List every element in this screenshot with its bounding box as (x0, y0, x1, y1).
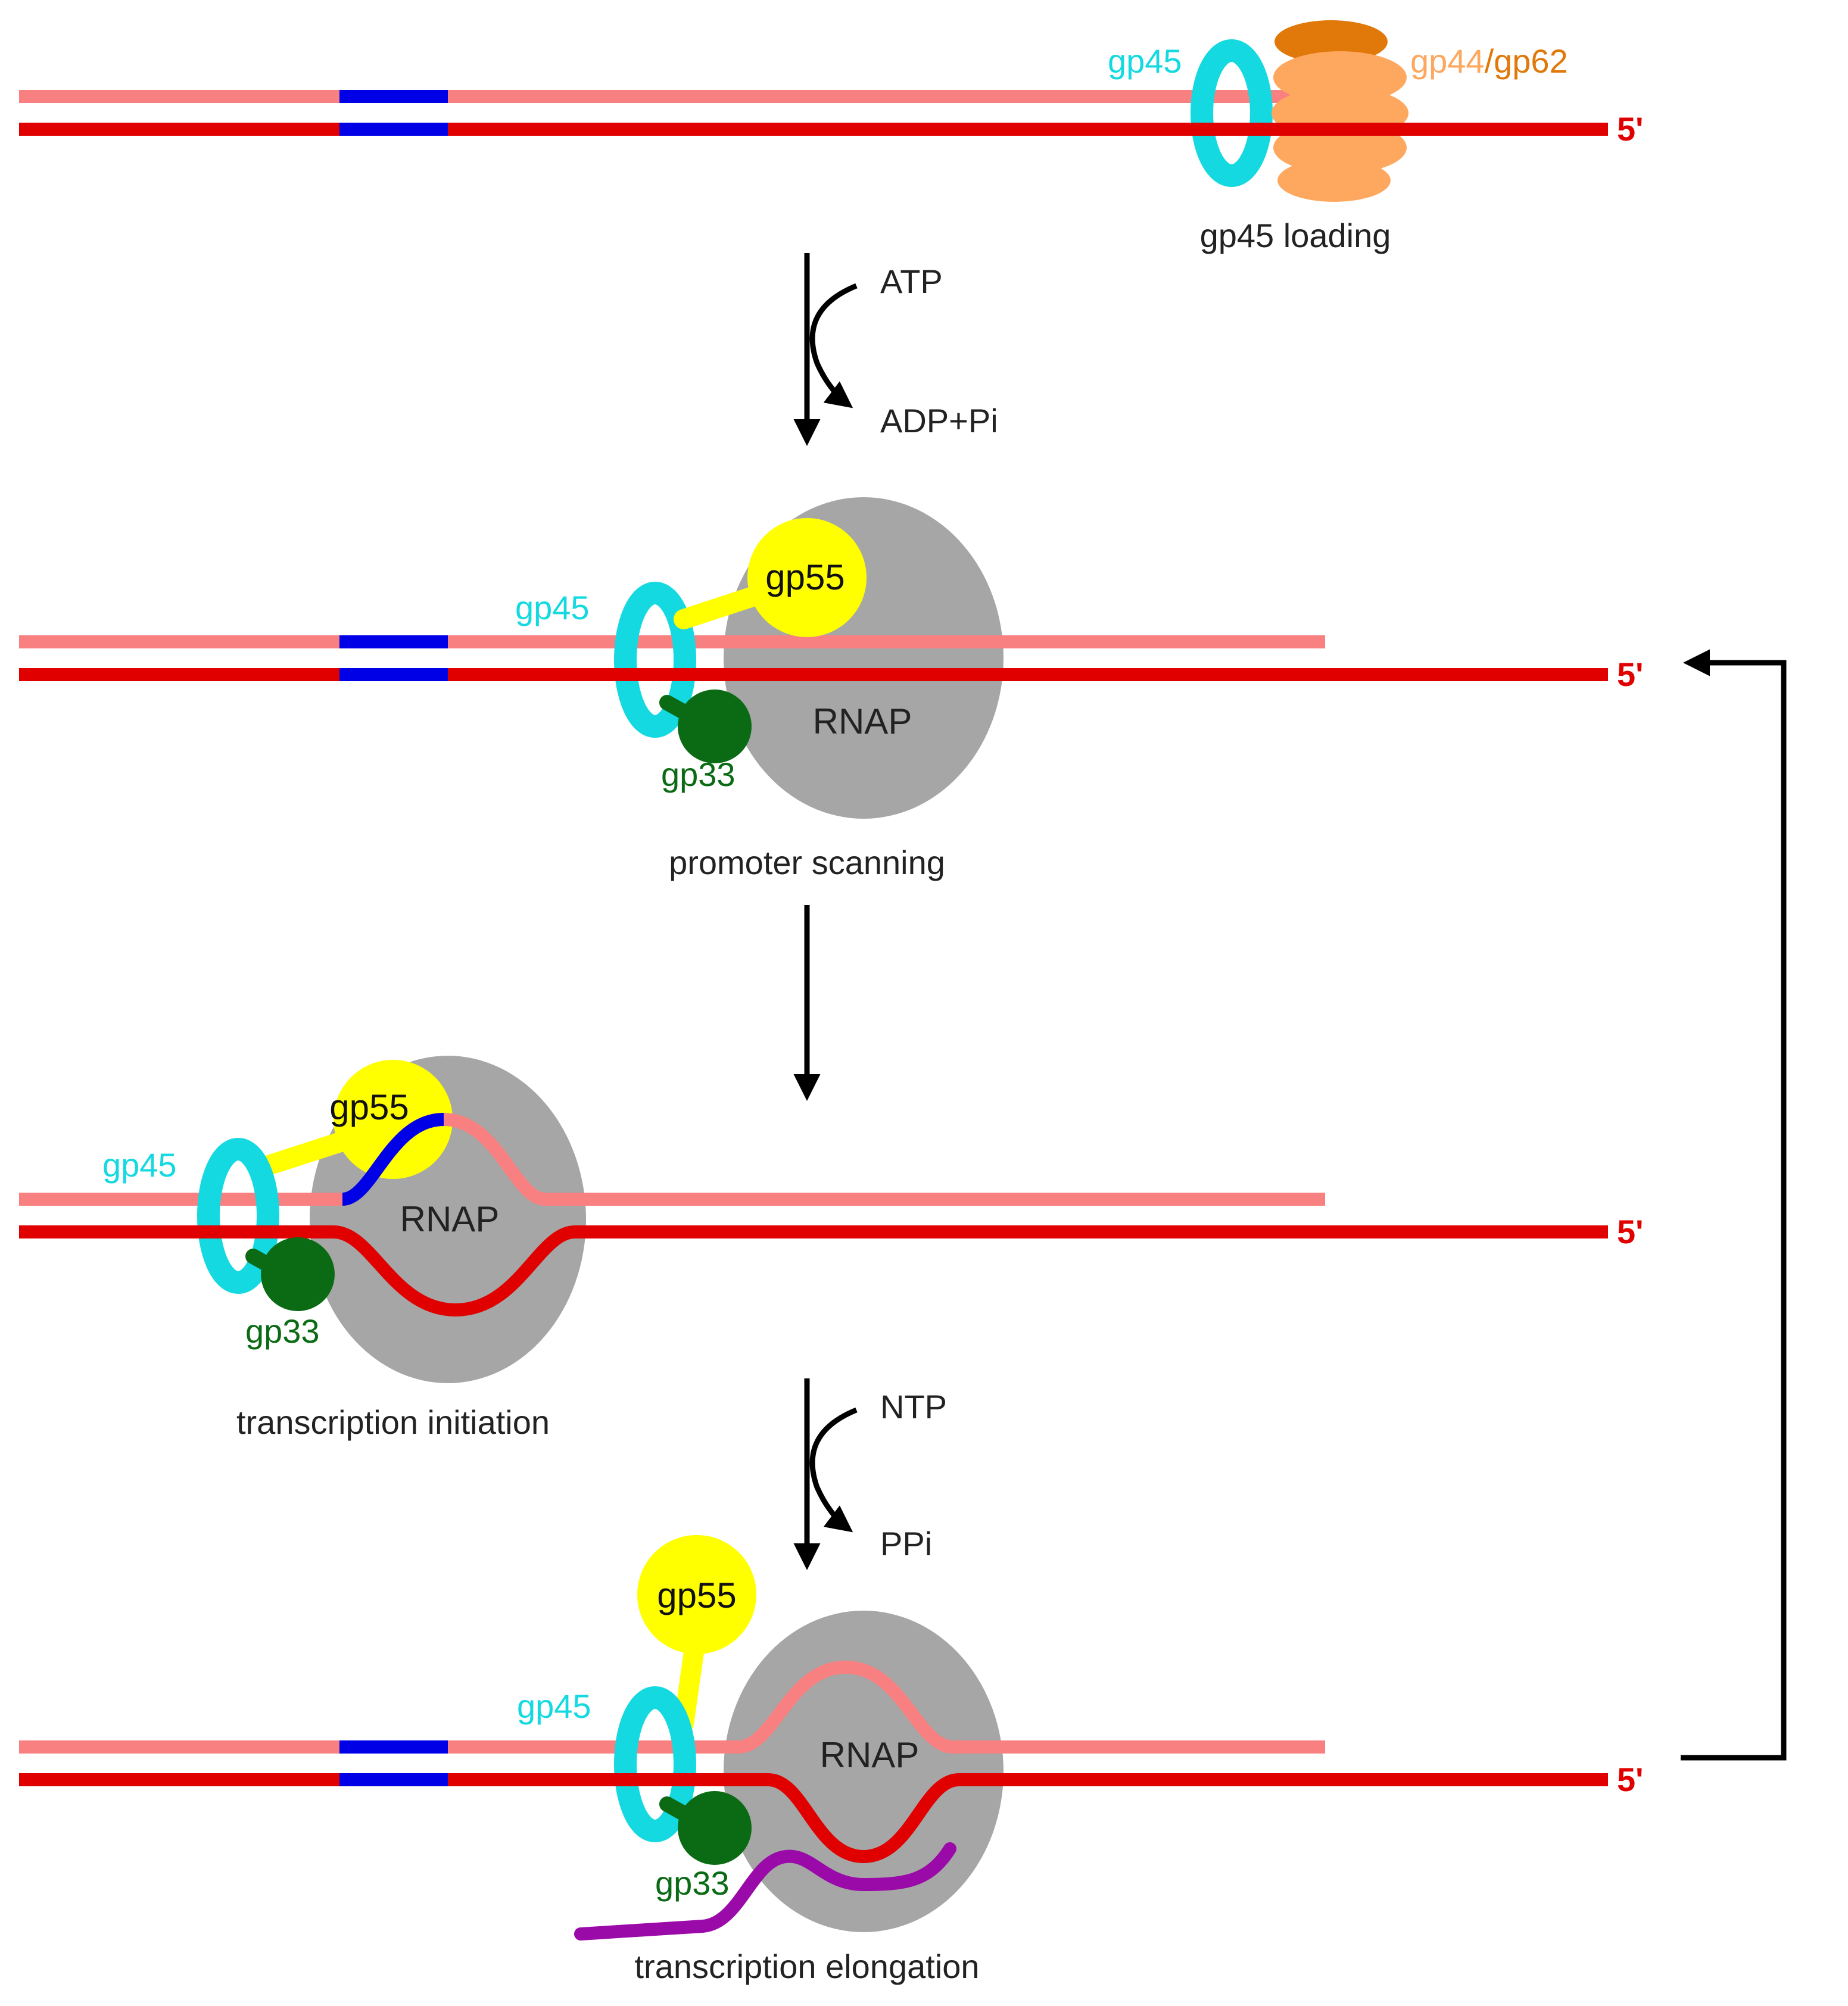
gp45-label: gp45 (517, 1687, 591, 1725)
slash: / (1485, 42, 1494, 80)
promoter-box (339, 635, 448, 648)
stage-elongation: gp55 5' gp45 RNAP gp33 transcription elo… (19, 1535, 1643, 1985)
adp-pi-label: ADP+Pi (880, 402, 998, 439)
rnap-label: RNAP (820, 1735, 920, 1775)
stage-initiation: gp55 RNAP 5' gp45 gp33 transcription ini… (19, 1056, 1643, 1441)
gp33 (261, 1237, 335, 1311)
promoter-box (339, 1740, 448, 1754)
rna-transcript (574, 1842, 956, 1941)
gp44-label: gp44 (1410, 42, 1485, 80)
five-prime-label: 5' (1617, 1213, 1643, 1250)
stage-title-initiation: transcription initiation (236, 1403, 550, 1441)
gp55 (747, 518, 867, 637)
gp45-clamp (197, 1138, 279, 1294)
gp45-label: gp45 (515, 589, 590, 626)
gp55-label: gp55 (329, 1087, 409, 1127)
rnap-label: RNAP (400, 1199, 500, 1239)
gp45-clamp (614, 582, 696, 738)
template-strand (19, 1773, 1608, 1864)
rnap-label: RNAP (813, 701, 912, 741)
stage-scanning: gp55 5' gp45 RNAP gp33 promoter scanning (19, 497, 1643, 881)
gp55-label: gp55 (765, 557, 844, 597)
ppi-label: PPi (880, 1525, 932, 1562)
gp33-label: gp33 (245, 1312, 320, 1350)
atp-label: ATP (880, 263, 943, 300)
promoter-box (339, 123, 448, 136)
promoter-unwound (341, 1113, 444, 1206)
gp45-clamp (1191, 39, 1273, 187)
gp45-label: gp45 (102, 1146, 177, 1184)
five-prime-label: 5' (1617, 656, 1643, 693)
stage-title-loading: gp45 loading (1200, 217, 1391, 254)
gp55 (637, 1535, 756, 1654)
promoter-box (339, 90, 448, 103)
nontemplate-strand (19, 1660, 1325, 1754)
atp-hydrolysis-arrow: ATP ADP+Pi (793, 253, 998, 446)
gp62-label: gp62 (1494, 42, 1568, 80)
stage-loading: 5' gp45 gp44/gp62 gp45 loading (19, 20, 1643, 254)
gp33 (678, 690, 752, 763)
ntp-incorporation-arrow: NTP PPi (793, 1378, 947, 1570)
gp55-tether (257, 1128, 362, 1176)
gp55 (334, 1060, 453, 1179)
promoter-box (339, 668, 448, 681)
gp33-label: gp33 (661, 756, 736, 793)
stage-title-elongation: transcription elongation (634, 1948, 979, 1985)
stage-title-scanning: promoter scanning (669, 844, 945, 881)
template-strand (19, 1225, 1608, 1317)
gp45-clamp (614, 1686, 696, 1842)
gp44-gp62-clamp-loader (1272, 20, 1411, 202)
promoter-box (339, 1773, 448, 1786)
gp55-label: gp55 (657, 1576, 736, 1615)
recycle-arrow (1681, 649, 1787, 1761)
ntp-label: NTP (880, 1388, 947, 1425)
five-prime-label: 5' (1617, 110, 1643, 148)
gp44-gp62-label: gp44/gp62 (1410, 42, 1568, 80)
five-prime-label: 5' (1617, 1761, 1643, 1798)
gp33 (678, 1791, 752, 1865)
gp45-label: gp45 (1108, 42, 1182, 80)
gp33-label: gp33 (655, 1864, 730, 1902)
